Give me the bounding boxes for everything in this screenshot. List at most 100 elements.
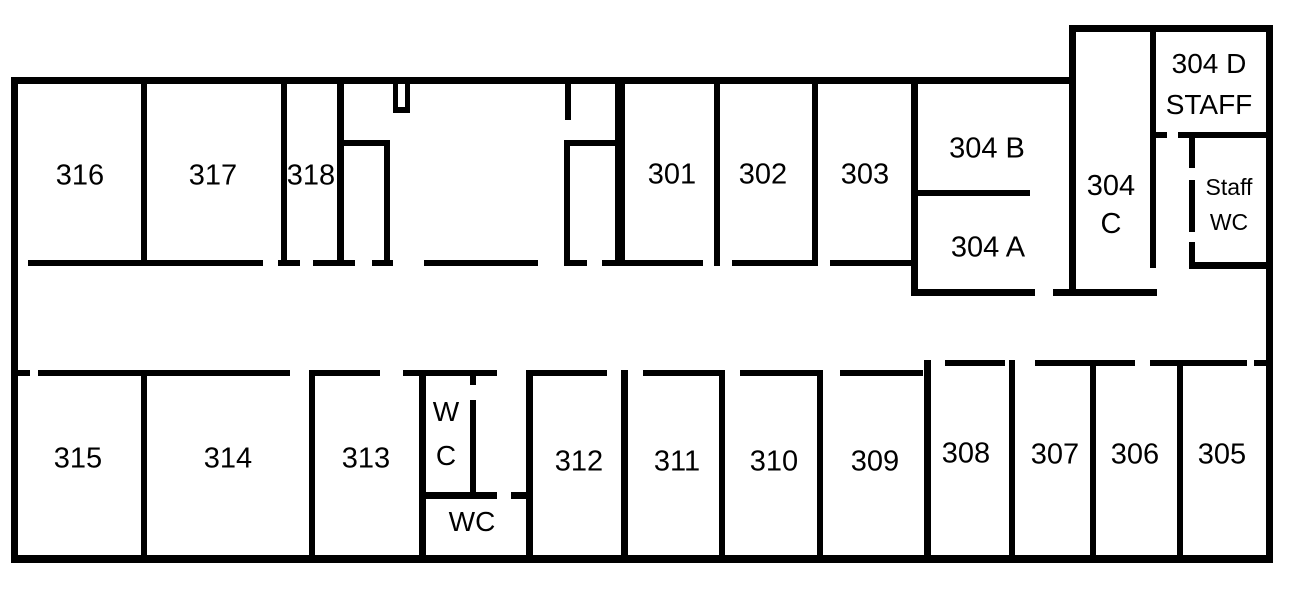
wall-segment	[141, 370, 147, 563]
wall-segment	[526, 370, 533, 563]
wall-segment	[602, 260, 703, 266]
wall-segment	[643, 370, 722, 376]
wall-segment	[372, 260, 393, 266]
wall-segment	[419, 492, 497, 499]
wall-segment	[1254, 360, 1266, 366]
wall-segment	[830, 260, 912, 266]
room-label-wc-lower: WC	[448, 506, 496, 537]
wall-segment	[419, 370, 426, 563]
wall-segment	[1189, 262, 1273, 269]
room-label-306: 306	[1110, 438, 1160, 471]
wall-segment	[1150, 25, 1156, 268]
wall-segment	[945, 360, 1005, 366]
room-label-304d-line2: STAFF	[1165, 89, 1253, 120]
room-label-staff-wc: Staff WC	[1206, 170, 1253, 240]
room-label-304d-staff: 304 D STAFF	[1166, 43, 1253, 125]
wall-segment	[405, 77, 410, 113]
wall-segment	[310, 370, 380, 376]
wall-segment	[740, 370, 820, 376]
bottom-row-walls	[141, 360, 1183, 563]
wall-segment	[714, 77, 720, 266]
room-label-315: 315	[53, 442, 103, 475]
room-label-308: 308	[941, 437, 991, 470]
wall-segment	[393, 77, 398, 113]
wall-segment	[566, 260, 587, 266]
room-label-301: 301	[647, 158, 697, 191]
room-label-318: 318	[286, 159, 336, 192]
room-label-313: 313	[341, 442, 391, 475]
wall-segment	[309, 370, 315, 563]
wall-segment	[1150, 360, 1247, 366]
top-row-walls	[141, 25, 1273, 296]
wall-segment	[337, 140, 390, 146]
room-label-staff-wc-line1: Staff	[1205, 174, 1253, 200]
corridor-south-wall	[17, 360, 1266, 376]
room-label-wc-upper-line2: C	[435, 440, 457, 471]
wall-segment	[313, 260, 355, 266]
room-label-staff-wc-line2: WC	[1209, 209, 1249, 235]
wall-segment	[615, 77, 625, 266]
wall-segment	[278, 260, 300, 266]
wall-segment	[1189, 136, 1195, 168]
wall-segment	[424, 260, 538, 266]
corridor-north-wall	[28, 260, 912, 266]
wall-segment	[11, 77, 1073, 84]
wall-segment	[470, 373, 476, 385]
wall-segment	[337, 77, 344, 266]
room-label-305: 305	[1197, 438, 1247, 471]
wall-segment	[911, 289, 1035, 296]
wall-segment	[11, 77, 18, 563]
wall-segment	[1069, 25, 1273, 32]
wall-segment	[1266, 25, 1273, 563]
room-label-307: 307	[1030, 438, 1080, 471]
wall-segment	[11, 555, 1273, 563]
room-label-304a: 304 A	[950, 231, 1026, 264]
wall-segment	[17, 370, 30, 376]
room-label-316: 316	[55, 159, 105, 192]
wall-segment	[911, 77, 918, 296]
room-label-wc-upper-line1: W	[432, 396, 460, 427]
wall-segment	[511, 492, 532, 499]
wall-segment	[384, 140, 390, 266]
wall-segment	[403, 370, 497, 376]
wall-segment	[564, 140, 570, 266]
wall-segment	[28, 260, 263, 266]
wall-segment	[817, 370, 823, 563]
wall-segment	[281, 77, 287, 266]
room-label-309: 309	[850, 445, 900, 478]
wall-segment	[1150, 132, 1167, 138]
room-label-wc-upper: W C	[433, 390, 459, 478]
room-label-302: 302	[738, 158, 788, 191]
wall-segment	[1053, 289, 1157, 296]
room-label-304c-line2: C	[1100, 208, 1122, 240]
wall-segment	[924, 360, 931, 563]
room-label-312: 312	[554, 445, 604, 478]
wall-segment	[1189, 242, 1195, 265]
wall-segment	[565, 77, 571, 120]
room-label-304c: 304 C	[1087, 167, 1135, 243]
wall-segment	[732, 260, 813, 266]
wall-segment	[840, 370, 923, 376]
room-label-304d-line1: 304 D	[1171, 48, 1247, 79]
exterior-walls	[11, 25, 1273, 563]
wall-segment	[526, 370, 607, 376]
wall-segment	[812, 77, 818, 266]
wall-segment	[1177, 360, 1183, 563]
wall-segment	[621, 370, 628, 563]
wall-segment	[470, 400, 476, 496]
wall-segment	[1069, 25, 1076, 296]
wall-segment	[719, 370, 725, 563]
room-label-314: 314	[203, 442, 253, 475]
wall-segment	[141, 77, 147, 266]
wall-segment	[393, 107, 410, 113]
room-label-310: 310	[749, 445, 799, 478]
room-label-304b: 304 B	[949, 132, 1025, 165]
room-label-311: 311	[653, 445, 701, 478]
wall-segment	[564, 140, 618, 146]
wall-segment	[1009, 360, 1015, 563]
wall-segment	[1090, 360, 1096, 563]
wall-segment	[1189, 180, 1195, 232]
room-label-303: 303	[840, 158, 890, 191]
